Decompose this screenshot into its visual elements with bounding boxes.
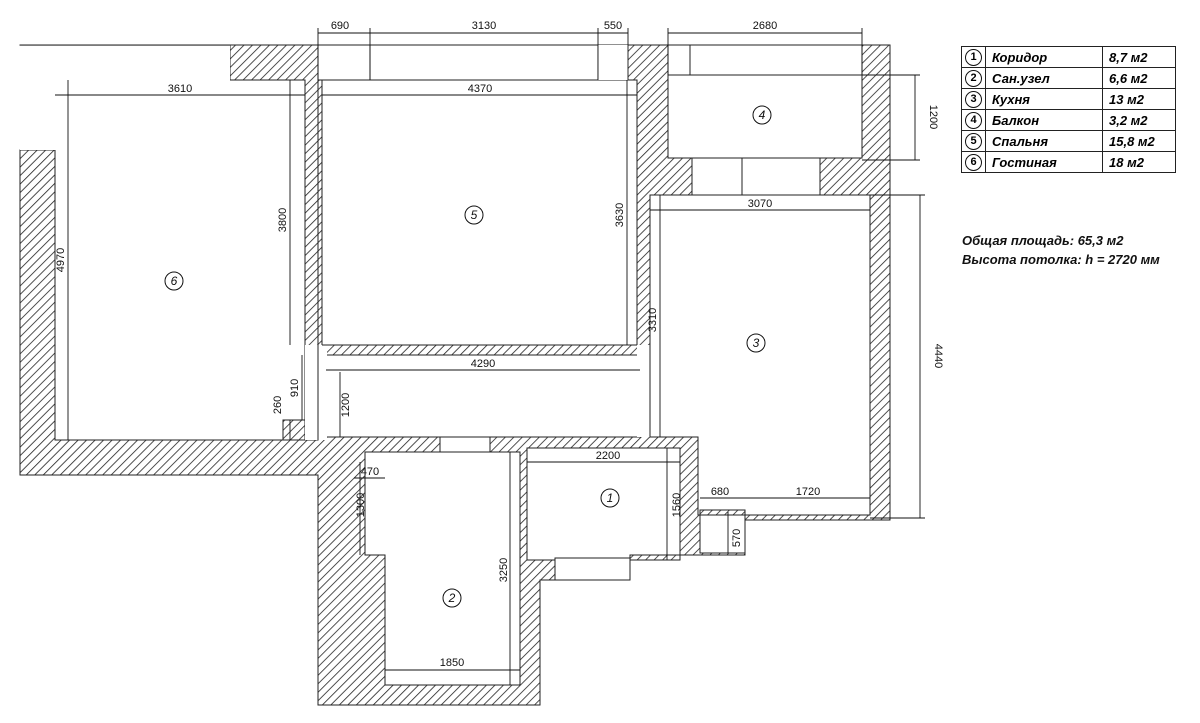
legend-room-name: Коридор bbox=[985, 46, 1103, 68]
legend-num: 1 bbox=[965, 49, 982, 66]
legend-row: 1 Коридор 8,7 м2 bbox=[961, 46, 1176, 68]
partitions bbox=[304, 45, 691, 440]
legend-room-name: Сан.узел bbox=[985, 67, 1103, 89]
dim-4370: 4370 bbox=[468, 83, 492, 95]
room-marker-6: 6 bbox=[171, 274, 178, 288]
legend-room-area: 18 м2 bbox=[1102, 151, 1176, 173]
dim-470: 470 bbox=[361, 466, 379, 478]
dim-260: 260 bbox=[272, 396, 284, 414]
room-markers bbox=[164, 105, 772, 608]
total-area-text: Общая площадь: 65,3 м2 bbox=[962, 233, 1124, 248]
dimension-labels: 690 3130 550 2680 3610 4370 4970 3800 36… bbox=[55, 20, 944, 669]
openings bbox=[19, 44, 863, 581]
legend-room-name: Спальня bbox=[985, 130, 1103, 152]
legend-room-area: 8,7 м2 bbox=[1102, 46, 1176, 68]
legend-row: 3 Кухня 13 м2 bbox=[961, 88, 1176, 110]
dim-910: 910 bbox=[289, 379, 301, 397]
dim-2200: 2200 bbox=[596, 450, 620, 462]
dim-1200-balcony: 1200 bbox=[927, 105, 939, 129]
room-marker-3: 3 bbox=[753, 336, 760, 350]
room-marker-5: 5 bbox=[471, 208, 478, 222]
legend-row: 4 Балкон 3,2 м2 bbox=[961, 109, 1176, 131]
room-legend-table: 1 Коридор 8,7 м2 2 Сан.узел 6,6 м2 3 Кух… bbox=[961, 46, 1176, 173]
legend-room-area: 3,2 м2 bbox=[1102, 109, 1176, 131]
legend-room-area: 15,8 м2 bbox=[1102, 130, 1176, 152]
dim-1850: 1850 bbox=[440, 657, 464, 669]
ceiling-height-text: Высота потолка: h = 2720 мм bbox=[962, 252, 1160, 267]
dim-690: 690 bbox=[331, 20, 349, 32]
legend-row: 6 Гостиная 18 м2 bbox=[961, 151, 1176, 173]
dim-3800: 3800 bbox=[277, 208, 289, 232]
dim-3630: 3630 bbox=[614, 203, 626, 227]
dim-1200: 1200 bbox=[340, 393, 352, 417]
dim-3250: 3250 bbox=[498, 558, 510, 582]
dim-3130: 3130 bbox=[472, 20, 496, 32]
dimension-lines bbox=[55, 28, 925, 685]
dim-550: 550 bbox=[604, 20, 622, 32]
dim-1720: 1720 bbox=[796, 486, 820, 498]
room-marker-labels: 6 5 4 3 1 2 bbox=[171, 108, 766, 605]
dim-3070: 3070 bbox=[748, 198, 772, 210]
legend-num: 4 bbox=[965, 112, 982, 129]
dim-4970: 4970 bbox=[55, 248, 67, 272]
legend-num: 5 bbox=[965, 133, 982, 150]
dim-1560: 1560 bbox=[671, 493, 683, 517]
room-marker-4: 4 bbox=[759, 108, 766, 122]
legend-row: 2 Сан.узел 6,6 м2 bbox=[961, 67, 1176, 89]
dim-570: 570 bbox=[731, 529, 743, 547]
dim-4290: 4290 bbox=[471, 358, 495, 370]
legend-room-area: 13 м2 bbox=[1102, 88, 1176, 110]
legend-room-name: Кухня bbox=[985, 88, 1103, 110]
dim-1300: 1300 bbox=[355, 493, 367, 517]
legend-num: 2 bbox=[965, 70, 982, 87]
dim-680: 680 bbox=[711, 486, 729, 498]
legend-num: 3 bbox=[965, 91, 982, 108]
legend-room-area: 6,6 м2 bbox=[1102, 67, 1176, 89]
dim-2680: 2680 bbox=[753, 20, 777, 32]
legend-row: 5 Спальня 15,8 м2 bbox=[961, 130, 1176, 152]
dim-3610: 3610 bbox=[168, 83, 192, 95]
dim-4440: 4440 bbox=[932, 344, 944, 368]
room-marker-2: 2 bbox=[448, 591, 456, 605]
dim-3310: 3310 bbox=[647, 308, 659, 332]
legend-room-name: Гостиная bbox=[985, 151, 1103, 173]
room-marker-1: 1 bbox=[607, 491, 614, 505]
legend-num: 6 bbox=[965, 154, 982, 171]
legend-room-name: Балкон bbox=[985, 109, 1103, 131]
